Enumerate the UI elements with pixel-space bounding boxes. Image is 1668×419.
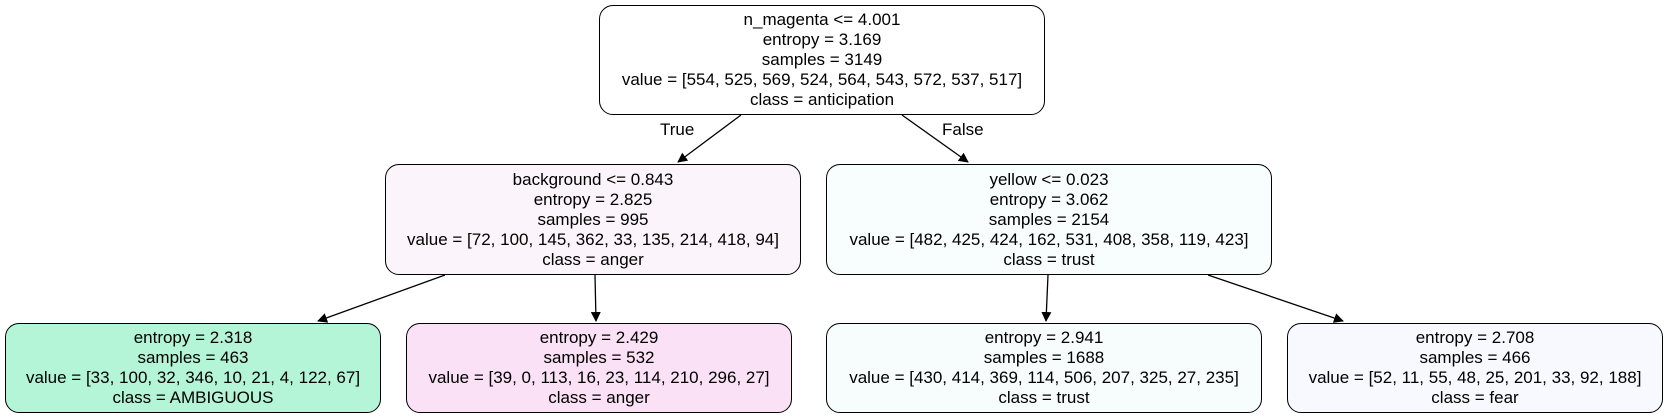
node-value: value = [430, 414, 369, 114, 506, 207, 3…: [849, 368, 1239, 387]
node-class: class = anger: [548, 388, 650, 407]
tree-leaf-right-right: entropy = 2.708 samples = 466 value = [5…: [1287, 323, 1663, 413]
edge-root-right: [901, 114, 969, 163]
node-samples: samples = 463: [137, 348, 249, 367]
node-class: class = anger: [542, 249, 644, 269]
node-class: class = AMBIGUOUS: [112, 388, 274, 407]
node-split-condition: background <= 0.843: [512, 169, 674, 189]
node-samples: samples = 1688: [983, 348, 1105, 367]
node-samples: samples = 2154: [988, 209, 1110, 229]
node-entropy: entropy = 2.318: [133, 328, 253, 347]
node-value: value = [72, 100, 145, 362, 33, 135, 214…: [407, 229, 779, 249]
edge-left-right: [590, 274, 601, 322]
node-entropy: entropy = 2.941: [984, 328, 1104, 347]
node-samples: samples = 3149: [761, 50, 883, 69]
node-samples: samples = 532: [543, 348, 655, 367]
edge-right-left: [1041, 274, 1052, 322]
node-split-condition: n_magenta <= 4.001: [743, 10, 901, 29]
node-class: class = anticipation: [749, 90, 895, 109]
node-split-condition: yellow <= 0.023: [989, 169, 1109, 189]
edge-label-false: False: [942, 120, 984, 139]
node-class: class = trust: [1003, 249, 1095, 269]
node-entropy: entropy = 2.825: [533, 189, 653, 209]
node-value: value = [39, 0, 113, 16, 23, 114, 210, 2…: [428, 368, 770, 387]
node-samples: samples = 466: [1419, 348, 1531, 367]
tree-leaf-left-left: entropy = 2.318 samples = 463 value = [3…: [5, 323, 381, 413]
node-entropy: entropy = 3.169: [762, 30, 882, 49]
tree-node-root: n_magenta <= 4.001 entropy = 3.169 sampl…: [599, 5, 1045, 115]
tree-leaf-left-right: entropy = 2.429 samples = 532 value = [3…: [406, 323, 792, 413]
node-value: value = [52, 11, 55, 48, 25, 201, 33, 92…: [1308, 368, 1642, 387]
node-entropy: entropy = 3.062: [989, 189, 1109, 209]
edge-left-left: [317, 274, 446, 323]
edge-root-left: [677, 114, 742, 163]
node-value: value = [554, 525, 569, 524, 564, 543, 5…: [621, 70, 1023, 89]
node-value: value = [482, 425, 424, 162, 531, 408, 3…: [849, 229, 1249, 249]
tree-node-right: yellow <= 0.023 entropy = 3.062 samples …: [826, 164, 1272, 275]
tree-leaf-right-left: entropy = 2.941 samples = 1688 value = […: [826, 323, 1262, 413]
edge-label-true: True: [660, 120, 695, 139]
tree-node-left: background <= 0.843 entropy = 2.825 samp…: [385, 164, 801, 275]
node-entropy: entropy = 2.708: [1415, 328, 1535, 347]
edge-right-right: [1207, 274, 1344, 323]
node-entropy: entropy = 2.429: [539, 328, 659, 347]
node-value: value = [33, 100, 32, 346, 10, 21, 4, 12…: [25, 368, 361, 387]
node-samples: samples = 995: [537, 209, 649, 229]
node-class: class = fear: [1431, 388, 1519, 407]
node-class: class = trust: [998, 388, 1090, 407]
